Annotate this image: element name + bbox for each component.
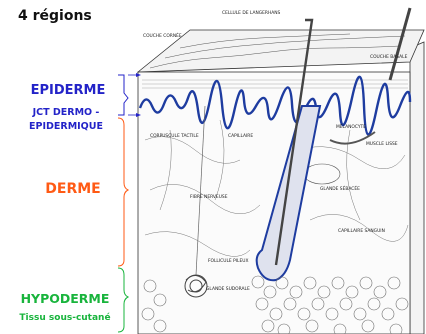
label-capillaire: CAPILLAIRE — [228, 133, 253, 139]
block-front-face — [138, 72, 410, 334]
label-derme: DERME — [28, 181, 118, 197]
block-side-face — [410, 42, 424, 334]
label-epidermique: EPIDERMIQUE — [10, 121, 122, 132]
label-glande-sudorale: GLANDE SUDORALE — [206, 286, 250, 292]
label-couche-basale: COUCHE BASALE — [370, 54, 408, 60]
label-follicule-pileux: FOLLICULE PILEUX — [208, 258, 248, 264]
label-couche-cornee: COUCHE CORNÉE — [143, 31, 182, 39]
label-fibre-nerveuse: FIBRE NERVEUSE — [190, 194, 228, 200]
label-jct-dermo: JCT DERMO - — [10, 107, 122, 118]
label-tissu-sous-cutane: Tissu sous-cutané — [10, 313, 120, 323]
label-muscle-lisse: MUSCLE LISSE — [366, 141, 398, 147]
label-capillaire-sanguin: CAPILLAIRE SANGUIN — [338, 228, 385, 234]
label-corpuscule-tactile: CORPUSCULE TACTILE — [150, 133, 199, 139]
label-hypoderme: HYPODERME — [6, 291, 124, 306]
derme-bracket — [118, 118, 128, 266]
label-langerhans: CELLULE DE LANGERHANS — [222, 10, 281, 16]
label-epiderme: EPIDERME — [18, 83, 118, 98]
